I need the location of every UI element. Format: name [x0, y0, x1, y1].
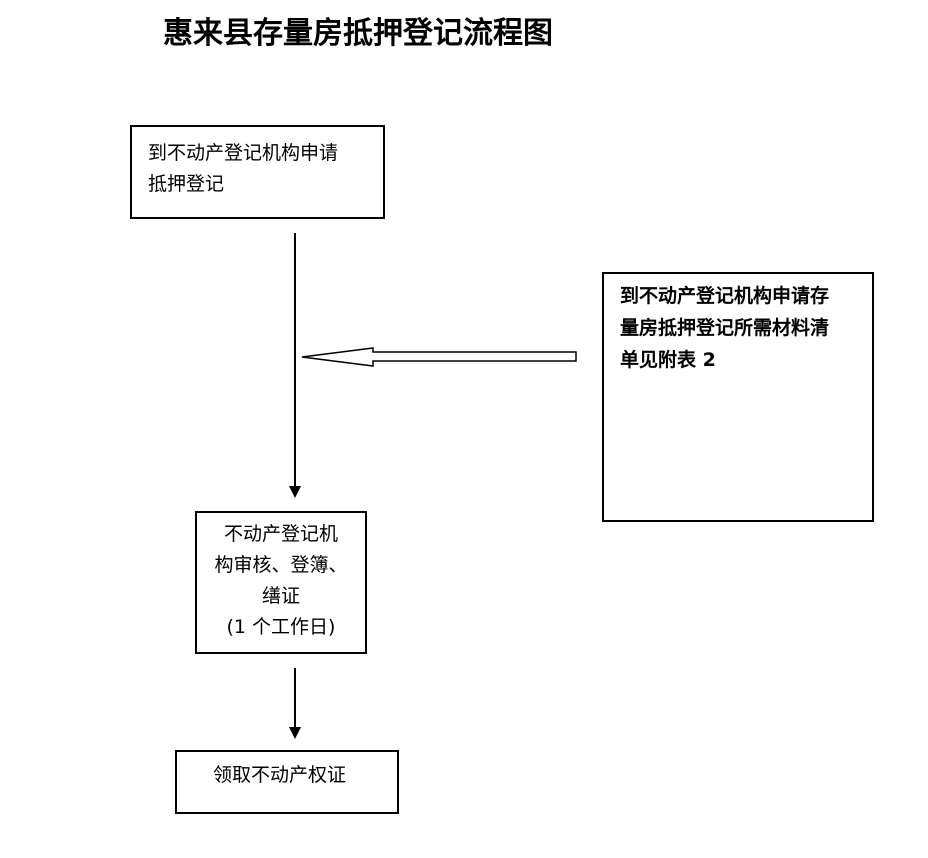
step-review-line-4: (1 个工作日): [226, 616, 336, 638]
page-title: 惠来县存量房抵押登记流程图: [163, 16, 553, 51]
materials-note-box: 到不动产登记机构申请存 量房抵押登记所需材料清 单见附表 2: [602, 272, 874, 522]
step-apply-line-2: 抵押登记: [148, 173, 225, 195]
arrow-materials-to-flow: [301, 347, 577, 367]
step-collect-line-1: 领取不动产权证: [213, 764, 347, 786]
step-review-line-1: 不动产登记机: [223, 523, 338, 545]
step-review-box: 不动产登记机 构审核、登簿、 缮证 (1 个工作日): [195, 511, 367, 654]
step-review-line-2: 构审核、登簿、: [214, 554, 348, 576]
step-apply-line-1: 到不动产登记机构申请: [148, 142, 339, 164]
materials-note-line-2: 量房抵押登记所需材料清: [620, 317, 830, 339]
materials-note-line-1: 到不动产登记机构申请存: [620, 285, 830, 307]
step-apply-box: 到不动产登记机构申请 抵押登记: [130, 125, 385, 219]
step-review-line-3: 缮证: [261, 585, 300, 607]
arrow-apply-to-review-head: [289, 486, 301, 498]
materials-note-line-3: 单见附表 2: [620, 349, 716, 371]
arrow-review-to-collect-head: [289, 727, 301, 739]
step-collect-box: 领取不动产权证: [175, 750, 399, 814]
